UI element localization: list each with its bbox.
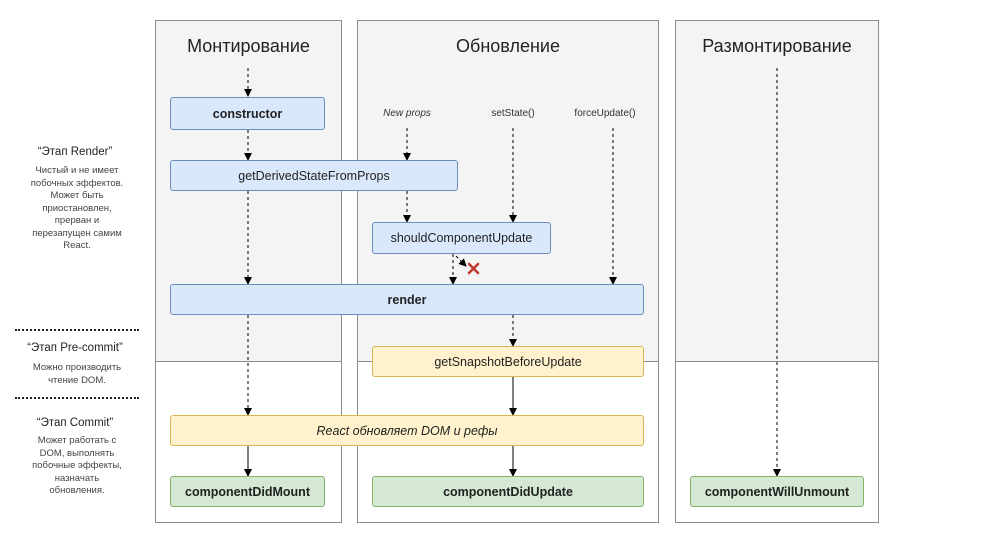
constructor-box: constructor — [170, 97, 325, 130]
mount-column-title: Монтирование — [187, 36, 310, 56]
trigger-force-update: forceUpdate() — [574, 108, 636, 119]
precommit-phase-title: “Этап Pre-commit” — [27, 342, 123, 354]
commit-phase-title: “Этап Commit” — [36, 417, 114, 429]
should-update-box: shouldComponentUpdate — [372, 222, 551, 254]
did-mount-box: componentDidMount — [170, 476, 325, 507]
trigger-new-props: New props — [383, 108, 431, 119]
trigger-set-state: setState() — [491, 108, 535, 119]
render-phase-title: “Этап Render” — [37, 146, 113, 158]
will-unmount-box: componentWillUnmount — [690, 476, 864, 507]
precommit-phase-description: Можно производить чтение DOM. — [32, 362, 122, 386]
react-updates-dom-box: React обновляет DOM и рефы — [170, 415, 644, 446]
render-phase-description: Чистый и не имеет побочных эффектов. Мож… — [30, 165, 124, 251]
commit-phase-description: Может работать с DOM, выполнять побочные… — [32, 435, 122, 496]
phase-separator-1 — [15, 329, 139, 331]
did-update-box: componentDidUpdate — [372, 476, 644, 507]
get-snapshot-box: getSnapshotBeforeUpdate — [372, 346, 644, 377]
get-derived-state-box: getDerivedStateFromProps — [170, 160, 458, 191]
update-column-title: Обновление — [456, 36, 560, 56]
arrow-should-update-cancel — [455, 255, 467, 267]
phase-separator-2 — [15, 397, 139, 399]
unmount-column-title: Размонтирование — [702, 36, 852, 56]
render-box: render — [170, 284, 644, 315]
cancel-cross-icon — [467, 262, 480, 275]
